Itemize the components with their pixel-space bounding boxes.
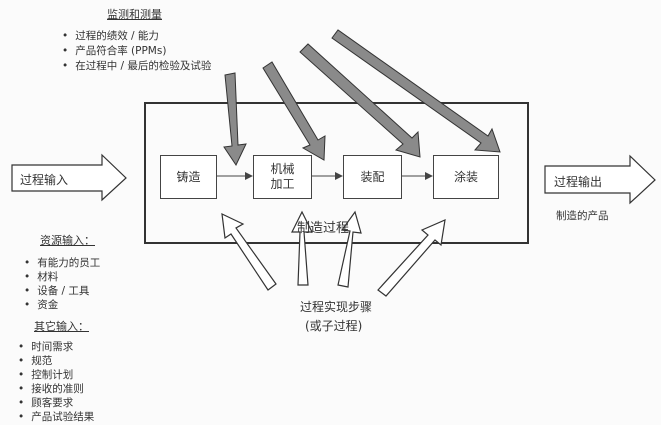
monitoring-arrow [223,72,247,167]
process-input-label: 过程输入 [20,173,69,187]
step-label: 装配 [360,169,385,184]
step-label: 机械 加工 [270,162,295,191]
resource-title: 资源输入： [40,234,95,247]
step-machining: 机械 加工 [253,155,312,199]
realization-label: 过程实现步骤 [300,300,373,314]
other-title: 其它输入： [34,320,89,333]
realization-arrow [337,210,362,288]
list-item: 过程的绩效 / 能力 [62,28,159,43]
list-item: 在过程中 / 最后的检验及试验 [62,58,211,73]
step-assembly: 装配 [343,155,402,199]
realization-arrow [291,210,313,286]
step-painting: 涂装 [433,155,499,199]
list-item: 顾客要求 [18,395,73,410]
process-input-arrow [11,153,127,202]
step-label: 铸造 [176,169,201,184]
monitoring-arrow [262,61,326,161]
list-item: 材料 [24,269,58,284]
list-item: 时间需求 [18,339,73,354]
manufacturing-label: 制造过程 [297,221,350,236]
realization-sublabel: (或子过程) [305,319,363,333]
list-item: 产品试验结果 [18,409,94,424]
list-item: 接收的准则 [18,381,84,396]
process-output-label: 过程输出 [554,175,603,189]
step-label: 涂装 [453,169,478,184]
process-output-arrow [544,154,656,205]
realization-arrow [221,212,277,291]
list-item: 规范 [18,353,52,368]
list-item: 有能力的员工 [24,255,100,270]
step-casting: 铸造 [160,155,217,199]
realization-arrow [377,219,446,297]
list-item: 设备 / 工具 [24,283,89,298]
manufacturing-process-frame [144,102,529,244]
output-product-label: 制造的产品 [556,210,609,222]
monitoring-arrow [299,43,421,158]
monitoring-arrow [331,29,501,153]
list-item: 产品符合率 (PPMs) [62,43,166,58]
list-item: 控制计划 [18,367,73,382]
list-item: 资金 [24,297,58,312]
monitoring-title: 监测和测量 [107,8,162,21]
